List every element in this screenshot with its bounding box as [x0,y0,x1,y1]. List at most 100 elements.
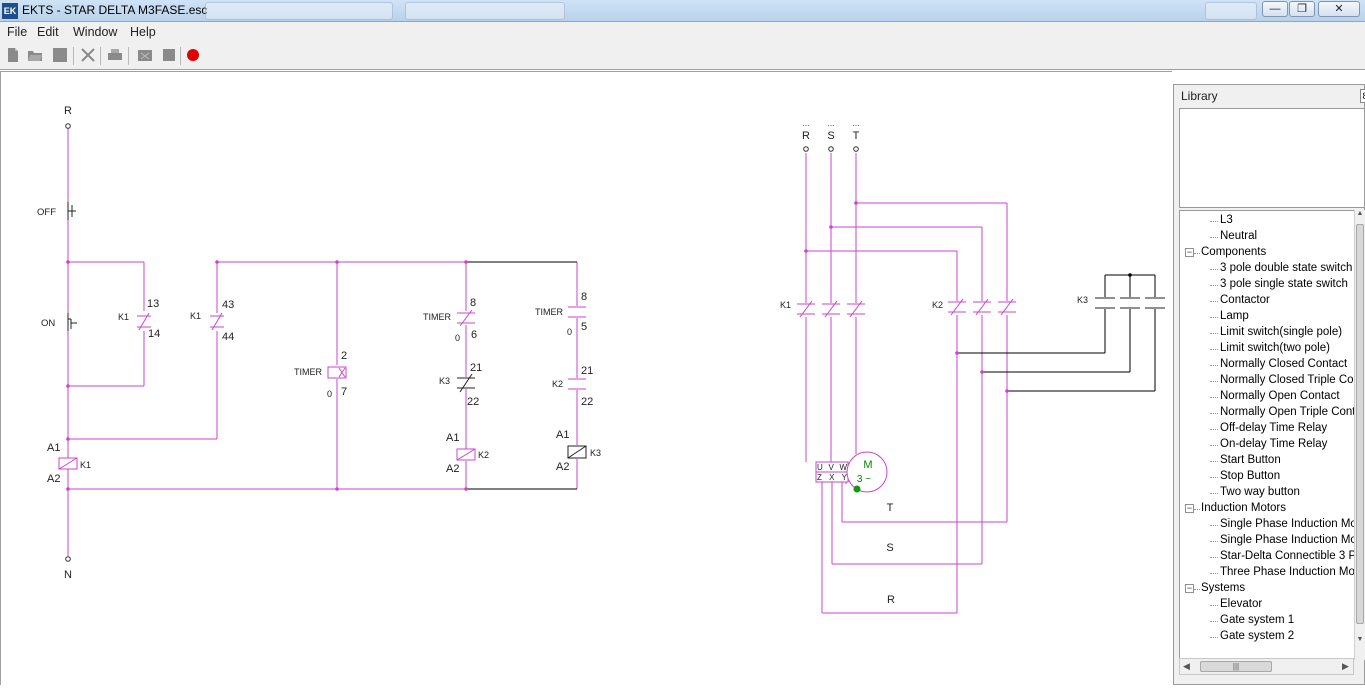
new-file-icon[interactable] [5,47,21,63]
library-tree-item[interactable]: Normally Closed Triple Contact [1180,373,1364,389]
library-tree-category[interactable]: −Components [1180,245,1364,261]
tree-guide-line [1194,589,1200,590]
library-tree-item[interactable]: Gate system 2 [1180,629,1364,645]
library-horizontal-scrollbar[interactable]: ◀ ||| ▶ [1179,658,1354,675]
save-icon[interactable] [52,47,68,63]
background-window-tab[interactable] [405,2,565,20]
library-tree-item[interactable]: Gate system 1 [1180,613,1364,629]
horizontal-scroll-thumb[interactable]: ||| [1200,661,1272,672]
vertical-scroll-thumb[interactable] [1356,224,1364,624]
tree-collapse-icon[interactable]: − [1185,503,1194,513]
scroll-up-icon[interactable]: ▲ [1356,210,1364,217]
k2-coil[interactable] [456,448,476,461]
print-icon[interactable] [107,47,123,63]
menu-file[interactable]: File [7,25,28,39]
library-tree-category[interactable]: −Systems [1180,581,1364,597]
k1-main-tag: K1 [780,300,791,310]
junction-dots [66,201,1009,491]
library-tree-item[interactable]: Start Button [1180,453,1364,469]
tree-item-label: Gate system 1 [1220,614,1295,626]
k2-main-contacts[interactable] [948,298,1016,316]
k1-main-contacts[interactable] [797,300,865,318]
library-tree-category[interactable]: −Induction Motors [1180,501,1364,517]
k1-hold-pin-14: 14 [148,328,160,340]
background-window-tab[interactable] [205,2,393,20]
record-icon[interactable] [185,47,201,63]
library-tree-item[interactable]: Normally Closed Contact [1180,357,1364,373]
library-tree-item[interactable]: Single Phase Induction Motor [1180,517,1364,533]
k1-coil-a2: A2 [47,473,60,485]
library-tree-item[interactable]: Two way button [1180,485,1364,501]
menu-window[interactable]: Window [73,25,118,39]
library-tree-item[interactable]: Limit switch(single pole) [1180,325,1364,341]
scroll-left-icon[interactable]: ◀ [1183,661,1190,671]
off-button-label: OFF [37,207,56,218]
k1-hold-contact[interactable] [137,312,151,331]
tree-collapse-icon[interactable]: − [1185,247,1194,257]
scroll-right-icon[interactable]: ▶ [1342,661,1349,671]
library-tree-item[interactable]: Neutral [1180,229,1364,245]
k1-coil[interactable] [58,457,78,470]
tree-guide-line [1210,221,1218,222]
tree-item-label: Normally Closed Contact [1220,358,1348,370]
library-tree-item[interactable]: L3 [1180,213,1364,229]
motor-terminals-bottom: Z X Y [817,473,848,482]
background-window-tab[interactable] [1205,2,1257,20]
library-tree-item[interactable]: Single Phase Induction Motor [1180,533,1365,549]
k1-hold-tag: K1 [118,312,129,322]
stop-button[interactable] [67,202,76,220]
timer-nc-pin-6: 6 [471,329,477,341]
menu-help[interactable]: Help [130,25,156,39]
timer-coil[interactable] [327,366,347,379]
tree-guide-line [1210,525,1218,526]
timer-nc-state: 0 [455,333,460,343]
start-button[interactable] [67,313,77,331]
library-tree-item[interactable]: Lamp [1180,309,1364,325]
stop-icon[interactable] [161,47,177,63]
library-tree-item[interactable]: 3 pole single state switch [1180,277,1364,293]
phase-s-label: S [827,130,834,142]
library-tree-item[interactable]: Stop Button [1180,469,1364,485]
library-tree-item[interactable]: Limit switch(two pole) [1180,341,1364,357]
tree-collapse-icon[interactable]: − [1185,583,1194,593]
toolbar-separator [128,47,129,65]
three-phase-motor[interactable] [815,451,888,493]
tree-item-label: Single Phase Induction Motor [1220,534,1365,546]
library-tree-item[interactable]: Contactor [1180,293,1364,309]
k1-aux-contact[interactable] [210,312,224,331]
library-tree-item[interactable]: Normally Open Contact [1180,389,1364,405]
tree-item-label: Contactor [1220,294,1270,306]
k3-coil[interactable] [567,445,587,459]
timer-no-contact[interactable] [568,306,586,318]
menu-edit[interactable]: Edit [37,25,59,39]
library-tree-item[interactable]: On-delay Time Relay [1180,437,1364,453]
timer-nc-contact[interactable] [457,309,475,327]
library-pin-button[interactable]: 8 [1360,89,1365,103]
k2-interlock-pin-21: 21 [581,365,593,377]
library-vertical-scrollbar[interactable]: ▲ ▼ [1354,210,1365,660]
close-button[interactable]: ✕ [1318,1,1360,17]
library-tree-item[interactable]: Off-delay Time Relay [1180,421,1364,437]
tree-item-label: Off-delay Time Relay [1220,422,1328,434]
schematic-svg[interactable]: R N OFF ON K1 13 14 K1 43 44 TIMER 2 7 0… [1,72,1173,686]
delete-icon[interactable] [80,47,96,63]
library-tree-item[interactable]: Three Phase Induction Motor [1180,565,1364,581]
k3-interlock-contact[interactable] [457,373,475,393]
terminals [65,123,859,562]
motor-indicator [853,485,861,493]
library-tree-item[interactable]: Elevator [1180,597,1364,613]
maximize-button[interactable]: ❐ [1289,1,1315,17]
scroll-down-icon[interactable]: ▼ [1356,636,1364,643]
library-tree-item[interactable]: Normally Open Triple Contact [1180,405,1364,421]
k3-main-contacts[interactable] [1095,297,1165,309]
open-folder-icon[interactable] [27,47,43,63]
schematic-canvas[interactable]: R N OFF ON K1 13 14 K1 43 44 TIMER 2 7 0… [0,71,1172,685]
library-tree-item[interactable]: Star-Delta Connectible 3 Phase [1180,549,1364,565]
timer-no-label: TIMER [535,307,563,317]
k2-interlock-contact[interactable] [568,378,586,390]
minimize-button[interactable]: — [1262,1,1288,17]
cut-icon[interactable] [137,47,153,63]
library-tree-item[interactable]: 3 pole double state switch [1180,261,1364,277]
tree-item-label: Two way button [1220,486,1300,498]
